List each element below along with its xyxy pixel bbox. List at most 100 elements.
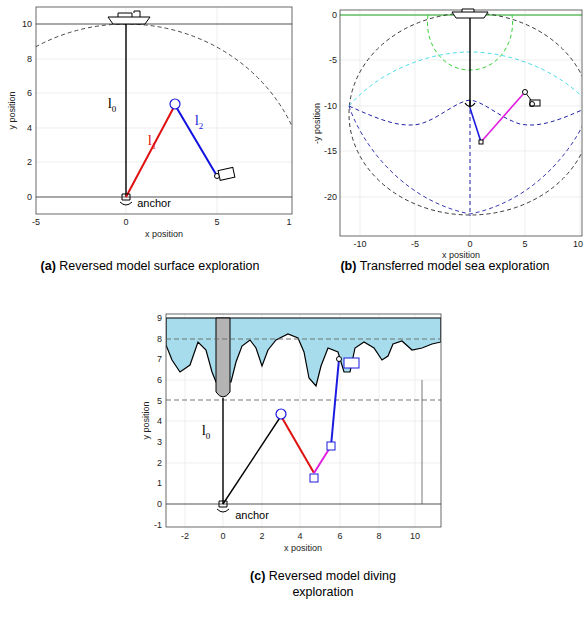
tick-label: -10 [353,240,366,249]
plot-c [166,314,441,527]
link-l2 [175,105,217,176]
tick-label: 8 [27,55,32,64]
grid-lines [470,10,471,236]
axis-label: x position [442,251,480,260]
tick-label: -1 [154,521,162,530]
boat-symbol [108,11,150,24]
limit-line [422,380,423,504]
anchor-label: anchor [235,510,269,521]
tick-label: 1 [157,479,162,488]
tick-label: 4 [297,532,302,541]
joint-dot [523,90,528,95]
axis-label: x position [284,544,322,553]
tick-label: 4 [27,124,32,133]
robot-box [344,358,359,368]
tick-label: 7 [157,355,162,364]
subfigure-caption: (c) Reversed model diving exploration [218,568,428,601]
tether-l0 [125,24,126,197]
axes-frame [36,7,292,214]
subfigure-caption: (a) Reversed model surface exploration [40,258,260,274]
tether-pillar [216,318,230,397]
axes-frame [166,314,441,527]
joint-square [310,474,318,482]
tick-label: 5 [522,240,527,249]
tick-label: 2 [27,158,32,167]
link-magenta [481,92,525,142]
tick-label: 9 [157,314,162,323]
grid-lines [166,380,441,381]
sea-region [166,318,441,386]
joint-square [479,140,483,144]
grid-lines [340,151,582,152]
grid-lines [126,7,127,214]
grid-lines [580,10,581,236]
tick-label: 10 [22,20,32,29]
tick-label: -20 [324,193,337,202]
joint-dot [530,102,535,107]
grid-lines [340,197,582,198]
anchor-symbol [465,100,475,108]
axis-label: y position [142,401,151,439]
grid-lines [166,314,441,527]
reach-circle [36,24,292,214]
joint-square [327,442,335,450]
grid-lines [36,162,292,163]
tick-label: 8 [157,335,162,344]
axes-frame [340,10,582,236]
link-l1 [126,105,175,197]
tick-label: 0 [157,500,162,509]
tick-label: -2 [181,532,189,541]
tick-label: 6 [157,376,162,385]
depth-line [166,339,441,340]
link-blue [470,108,481,142]
anchor-symbol [217,501,229,512]
tick-label: 6 [27,89,32,98]
tick-label: 5 [214,218,219,227]
float-circle [276,409,286,419]
tether [469,18,470,106]
link-label: l0 [202,423,211,441]
tether-l0 [222,398,223,504]
grid-lines [166,504,441,505]
tick-label: 0 [220,532,225,541]
blue-dashed-axis [470,110,471,216]
grid-lines [525,10,526,236]
robot-box [218,167,235,180]
tick-label: 6 [337,532,342,541]
tick-label: -15 [324,147,337,156]
boat-symbol [452,9,488,18]
cyan-workspace [349,52,582,106]
axis-label: x position [145,230,183,239]
reach-circle [349,13,582,215]
tick-label: 0 [27,193,32,202]
link-label: l0 [108,96,117,114]
tick-label: 4 [157,417,162,426]
seabed-line [166,504,441,505]
plot-b [340,10,582,236]
surface-line [36,24,292,25]
tick-label: 2 [157,459,162,468]
robot-box [530,100,540,106]
grid-lines [415,10,416,236]
link-blue [331,359,339,446]
grid-lines [360,10,361,236]
grid-lines [166,463,441,464]
plot-c [166,314,441,527]
tick-label: -5 [329,56,337,65]
axis-label: -y position [314,102,323,143]
blue-workspace [349,100,582,125]
grid-lines [217,7,218,214]
tick-label: 10 [410,532,420,541]
grid-lines [340,60,582,61]
tick-label: -5 [32,218,40,227]
plot-a [36,7,292,214]
subfigure-caption: (b) Transferred model sea exploration [330,258,560,274]
grid-lines [340,106,582,107]
link-label: l2 [195,113,204,131]
grid-lines [36,93,292,94]
tick-label: 0 [332,11,337,20]
link-red [281,416,314,473]
tick-label: -10 [324,102,337,111]
